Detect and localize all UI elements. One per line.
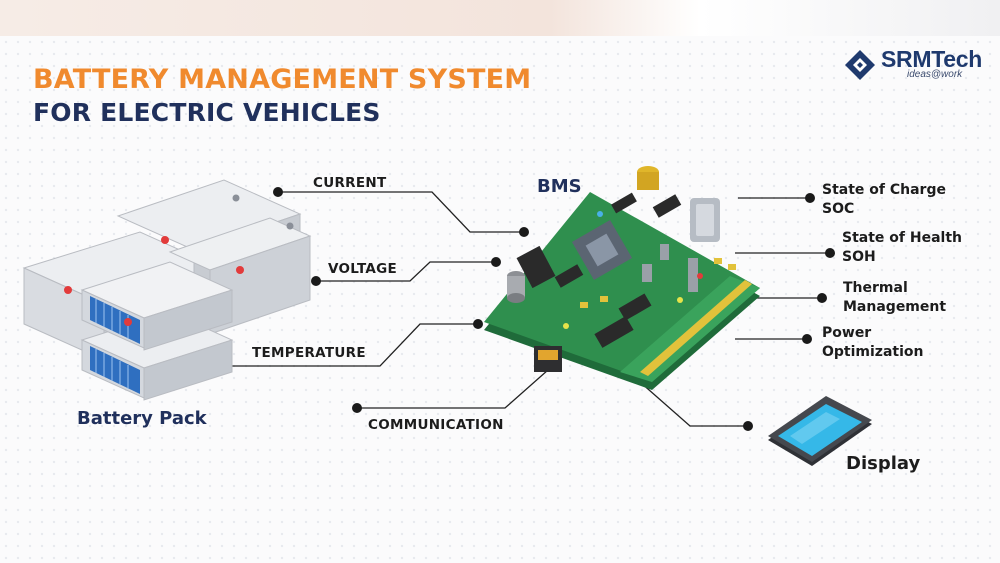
srmtech-logo: SRMTech ideas@work — [843, 46, 993, 86]
power-line-1: Power — [822, 325, 872, 341]
label-power-optimization: Power Optimization — [822, 324, 923, 362]
top-banner — [0, 0, 1000, 36]
label-state-of-charge: State of Charge SOC — [822, 181, 946, 219]
label-communication: COMMUNICATION — [368, 417, 504, 433]
logo-mark-icon — [845, 50, 875, 80]
label-bms: BMS — [537, 176, 582, 197]
label-current: CURRENT — [313, 175, 387, 191]
logo-name: SRMTech — [881, 46, 982, 72]
soc-line-1: State of Charge — [822, 182, 946, 198]
thermal-line-2: Management — [843, 299, 947, 315]
thermal-line-1: Thermal — [843, 280, 908, 296]
display-device — [768, 396, 872, 466]
connector-dots — [222, 187, 835, 431]
battery-pack-illustration — [22, 179, 312, 401]
label-temperature: TEMPERATURE — [252, 345, 366, 361]
soh-line-2: SOH — [842, 249, 876, 265]
title-line-1: BATTERY MANAGEMENT SYSTEM — [33, 64, 532, 95]
label-thermal-management: Thermal Management — [843, 279, 946, 317]
soc-line-2: SOC — [822, 201, 855, 217]
title-line-2: FOR ELECTRIC VEHICLES — [33, 98, 381, 127]
bms-circuit-board — [484, 166, 760, 390]
soh-line-1: State of Health — [842, 230, 962, 246]
logo-tagline: ideas@work — [907, 69, 963, 80]
label-state-of-health: State of Health SOH — [842, 229, 962, 267]
connector-lines — [227, 191, 830, 427]
label-voltage: VOLTAGE — [328, 261, 398, 277]
label-display: Display — [846, 453, 921, 474]
power-line-2: Optimization — [822, 344, 924, 360]
label-battery-pack: Battery Pack — [77, 408, 207, 429]
